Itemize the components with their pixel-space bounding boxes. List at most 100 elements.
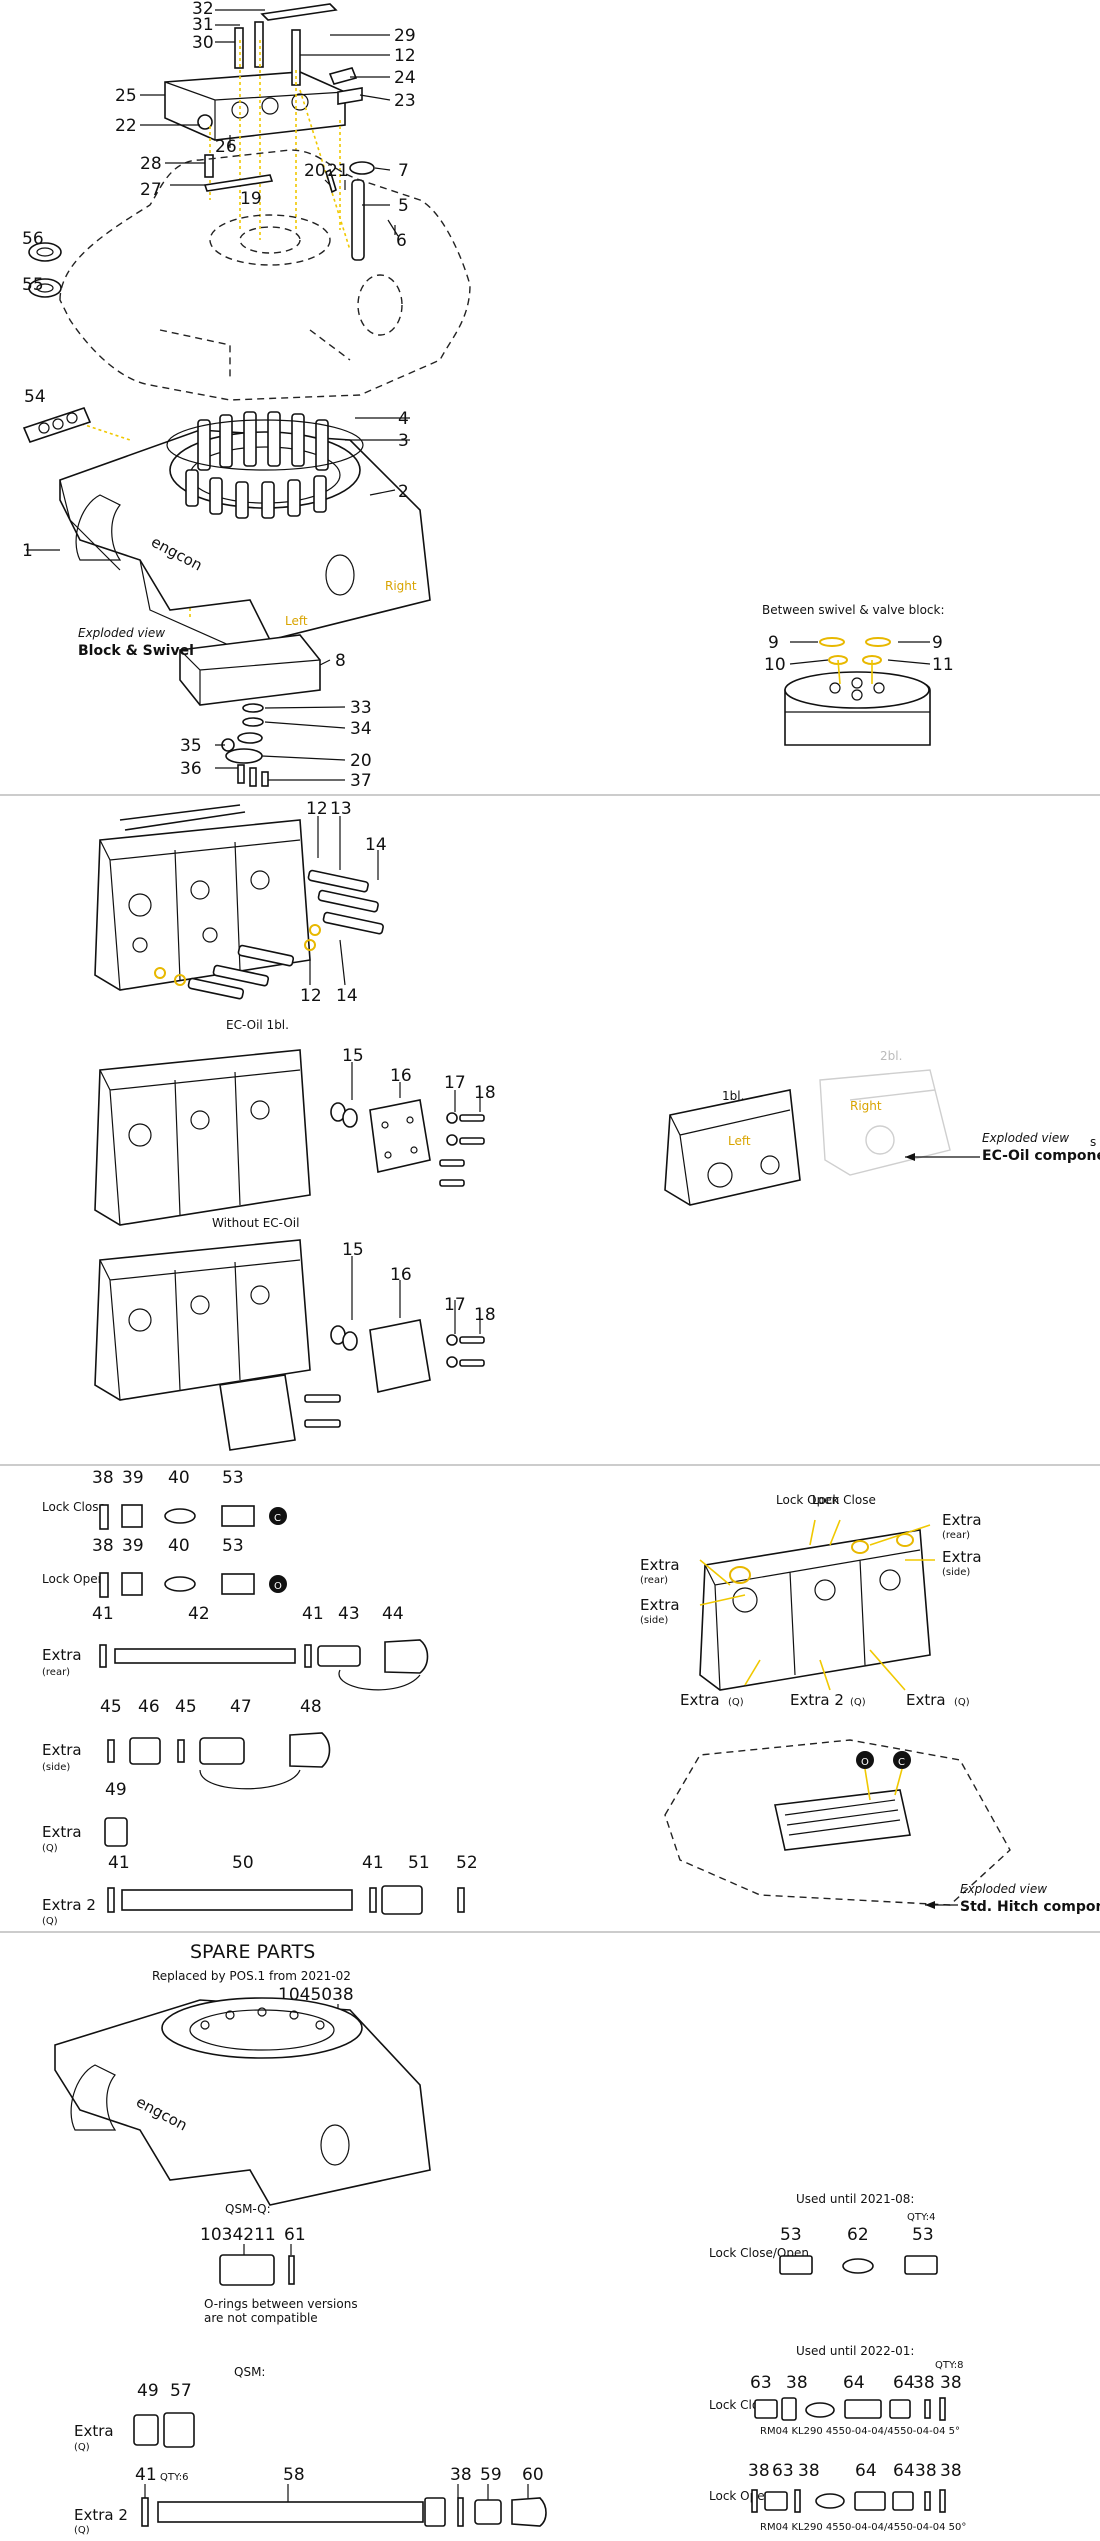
callout-label: RM04 KL290 4550-04-04/4550-04-04 50°: [760, 2522, 966, 2533]
callout-label: 35: [180, 736, 202, 756]
callout-label: 49: [137, 2381, 159, 2401]
callout-label: 57: [170, 2381, 192, 2401]
callout-label: are not compatible: [204, 2311, 318, 2325]
valve-blocks-top: 12 13 14 12 14: [94, 799, 387, 1006]
callout-label: 41: [92, 1604, 114, 1624]
callout-label: 59: [480, 2465, 502, 2485]
callout-label: C: [898, 1757, 905, 1768]
callout-label: O: [274, 1581, 282, 1592]
callout-label: 11: [932, 655, 954, 675]
callout-label: 51: [408, 1853, 430, 1873]
callout-label: 55: [22, 275, 44, 295]
callout-label: Extra: [680, 1691, 720, 1709]
callout-label: 6: [396, 231, 407, 251]
ec-oil-component-view: 1bl. 2bl. Left Right Exploded view EC-Oi…: [664, 1049, 1100, 1206]
callout-label: 53: [912, 2225, 934, 2245]
callout-label: 45: [175, 1697, 197, 1717]
callout-label: 17: [444, 1073, 466, 1093]
swivel-housing-outline: [59, 149, 471, 401]
callout-label: 41: [108, 1853, 130, 1873]
extra-rear-row: 41 42 41 43 44: [92, 1604, 429, 1691]
callout-label: (side): [42, 1762, 70, 1773]
callout-label: 20: [304, 161, 326, 181]
callout-label: 8: [335, 651, 346, 671]
callout-label: 52: [456, 1853, 478, 1873]
without-ec-oil-block: 15 16 17 18: [94, 1239, 496, 1451]
callout-label: Right: [850, 1099, 882, 1113]
hitch-block-view: Lock Open Lock Close Extra (rear) Extra …: [640, 1493, 982, 1709]
callout-label: Between swivel & valve block:: [762, 603, 945, 617]
callout-label: Lock Open: [776, 1493, 839, 1507]
callout-label: 40: [168, 1536, 190, 1556]
callout-label: (Q): [74, 2442, 90, 2453]
callout-label: Left: [728, 1134, 751, 1148]
callout-label: 10: [764, 655, 786, 675]
callout-label: 15: [342, 1046, 364, 1066]
plate-54: [22, 407, 92, 443]
callout-label: 1034211: [200, 2225, 276, 2245]
callout-label: (Q): [42, 1843, 58, 1854]
callout-label: 53: [780, 2225, 802, 2245]
callout-label: 14: [365, 835, 387, 855]
callout-label: Used until 2022-01:: [796, 2344, 914, 2358]
callout-label: 32: [192, 0, 214, 19]
callout-label: 58: [283, 2465, 305, 2485]
callout-label: 44: [382, 1604, 404, 1624]
callout-label: 2: [398, 482, 409, 502]
callout-label: 29: [394, 26, 416, 46]
callout-label: s: [1090, 1135, 1096, 1149]
callout-label: 45: [100, 1697, 122, 1717]
callout-label: QTY:8: [935, 2360, 964, 2371]
callout-label: 48: [300, 1697, 322, 1717]
callout-label: QTY:4: [907, 2212, 936, 2223]
callout-label: 19: [240, 189, 262, 209]
callout-label: 18: [474, 1305, 496, 1325]
callout-label: 63: [772, 2461, 794, 2481]
callout-label: 41: [362, 1853, 384, 1873]
callout-label: (rear): [42, 1667, 70, 1678]
callout-label: 23: [394, 91, 416, 111]
callout-label: Extra: [640, 1596, 680, 1614]
callout-label: Extra 2: [42, 1896, 96, 1914]
seal-56: [28, 242, 62, 262]
callout-label: Extra: [42, 1646, 82, 1664]
extra2-row: 41 50 41 51 52: [107, 1853, 478, 1915]
qsm-q-block: QSM-Q: 1034211 61 O-rings between versio…: [200, 2202, 358, 2325]
callout-label: EC-Oil component: [982, 1148, 1100, 1164]
callout-label: Lock Open: [42, 1572, 105, 1586]
callout-label: 9: [932, 633, 943, 653]
callout-label: 38: [748, 2461, 770, 2481]
callout-label: 12: [394, 46, 416, 66]
callout-label: 38: [92, 1468, 114, 1488]
callout-label: C: [274, 1513, 281, 1524]
callout-label: 64: [855, 2461, 877, 2481]
used-until-2022-01: Used until 2022-01: QTY:8 63 38 64 64 38…: [709, 2344, 966, 2533]
callout-label: 64: [893, 2461, 915, 2481]
callout-label: 13: [330, 799, 352, 819]
used-until-2021-08: Used until 2021-08: QTY:4 53 62 53 Lock …: [709, 2192, 938, 2275]
callout-label: Block & Swivel: [78, 643, 194, 659]
callout-label: 1bl.: [722, 1089, 744, 1103]
callout-label: 28: [140, 154, 162, 174]
callout-label: Without EC-Oil: [212, 1216, 299, 1230]
callout-label: SPARE PARTS: [190, 1941, 315, 1963]
callout-label: 37: [350, 771, 372, 791]
callout-label: 16: [390, 1066, 412, 1086]
callout-label: Std. Hitch components: [960, 1899, 1100, 1915]
callout-label: Exploded view: [982, 1131, 1069, 1145]
spare-parts-section: SPARE PARTS Replaced by POS.1 from 2021-…: [54, 1941, 966, 2536]
callout-label: Lock Open: [709, 2489, 772, 2503]
callout-label: O: [861, 1757, 869, 1768]
callout-label: 36: [180, 759, 202, 779]
callout-label: Extra: [906, 1691, 946, 1709]
callout-label: 33: [350, 698, 372, 718]
callout-label: 61: [284, 2225, 306, 2245]
callout-label: 30: [192, 33, 214, 53]
callout-label: Replaced by POS.1 from 2021-02: [152, 1969, 351, 1983]
callout-label: Exploded view: [78, 626, 165, 640]
callout-label: 4: [398, 409, 409, 429]
callout-label: 18: [474, 1083, 496, 1103]
callout-label: 40: [168, 1468, 190, 1488]
callout-label: 54: [24, 387, 46, 407]
callout-label: 3: [398, 431, 409, 451]
